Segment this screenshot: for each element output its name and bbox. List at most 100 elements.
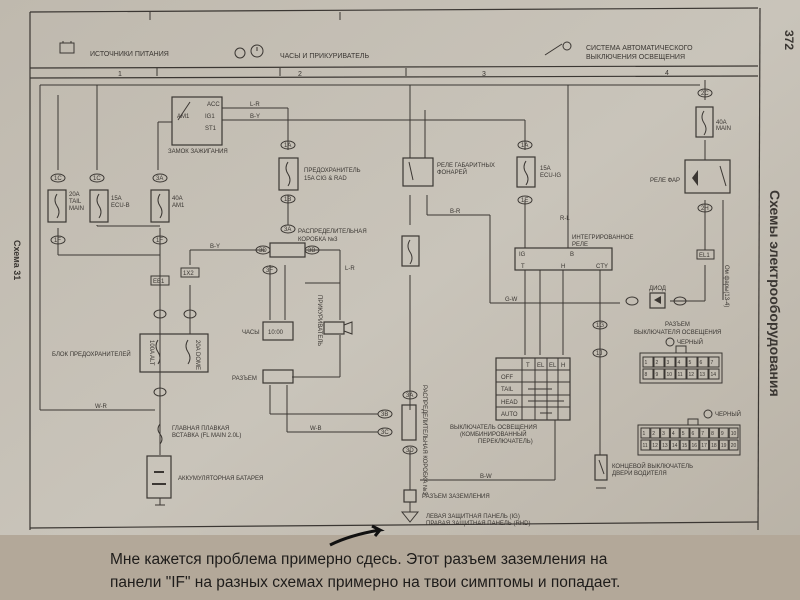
column-3: 3 <box>482 71 486 78</box>
svg-text:1B: 1B <box>284 197 291 203</box>
connector-pin <box>718 439 729 451</box>
svg-text:40A: 40A <box>172 196 183 202</box>
svg-text:20A DOME: 20A DOME <box>194 340 200 370</box>
connector-pin <box>679 439 690 451</box>
connector-pin <box>686 368 698 380</box>
svg-text:ДИОД: ДИОД <box>649 286 666 292</box>
svg-text:РАЗЪЕМ: РАЗЪЕМ <box>232 376 257 382</box>
connector-pin <box>728 427 739 439</box>
svg-text:3B: 3B <box>308 248 315 254</box>
connector-pin-number: 9 <box>721 431 724 437</box>
junction-box-3: РАСПРЕДЕЛИТЕЛЬНАЯ КОРОБКА №3 <box>269 229 367 258</box>
wire-labels: L-R B-Y W-R B-Y B-R R-L G-W W-B B-W L-R <box>95 102 570 480</box>
tail-light-relay: РЕЛЕ ГАБАРИТНЫХ ФОНАРЕЙ <box>402 157 495 187</box>
svg-text:TAIL: TAIL <box>69 199 82 205</box>
fuse-cig-rad: ПРЕДОХРАНИТЕЛЬ 15A CIG & RAD <box>278 157 361 191</box>
connector-pin-number: 4 <box>672 431 675 437</box>
connector-pin <box>650 439 661 451</box>
svg-text:РЕЛЕ: РЕЛЕ <box>572 242 588 248</box>
svg-text:1G: 1G <box>596 323 604 329</box>
connector-pin-number: 15 <box>682 443 688 449</box>
section-clock-lighter: ЧАСЫ И ПРИКУРИВАТЕЛЬ <box>280 53 369 60</box>
svg-text:3F: 3F <box>266 268 273 274</box>
svg-text:ACC: ACC <box>207 102 220 108</box>
connector-pin-number: 13 <box>662 443 668 449</box>
connector-pin <box>675 368 687 380</box>
connector-pin <box>709 439 719 451</box>
side-title: Схемы электрооборудования <box>767 190 783 397</box>
svg-text:100A ALT: 100A ALT <box>148 340 154 366</box>
svg-text:EB1: EB1 <box>153 279 165 285</box>
svg-text:ЧАСЫ: ЧАСЫ <box>242 330 260 336</box>
svg-text:B-Y: B-Y <box>210 244 220 250</box>
svg-text:EL: EL <box>549 363 557 369</box>
svg-text:1F: 1F <box>156 238 163 244</box>
connector-pin <box>660 427 670 439</box>
scheme-label: Схема 31 <box>12 240 22 280</box>
connector-pin <box>679 427 690 439</box>
headlight-relay: РЕЛЕ ФАР Ом фары(13-4) <box>650 159 731 307</box>
connector-pin-number: 11 <box>643 443 648 449</box>
fuse-main: 40A MAIN <box>695 106 731 138</box>
svg-text:T: T <box>521 264 525 270</box>
junction-box-vertical: РАСПРЕДЕЛИТЕЛЬНАЯ КОРОБКА №3 <box>401 385 428 495</box>
svg-text:H: H <box>561 363 565 369</box>
svg-text:ФОНАРЕЙ: ФОНАРЕЙ <box>437 168 467 176</box>
svg-text:РАЗЪЕМ ЗАЗЕМЛЕНИЯ: РАЗЪЕМ ЗАЗЕМЛЕНИЯ <box>422 494 490 500</box>
caption-line-2: панели "IF" на разных схемах примерно на… <box>110 574 621 591</box>
svg-text:РЕЛЕ ФАР: РЕЛЕ ФАР <box>650 178 680 184</box>
svg-text:1C: 1C <box>54 176 62 182</box>
svg-text:РАСПРЕДЕЛИТЕЛЬНАЯ КОРОБКА №3: РАСПРЕДЕЛИТЕЛЬНАЯ КОРОБКА №3 <box>421 385 428 495</box>
connector-pin-number: 6 <box>692 431 695 437</box>
svg-text:HEAD: HEAD <box>501 400 518 406</box>
connector-pin <box>709 427 719 439</box>
ignition-switch-label: ЗАМОК ЗАЖИГАНИЯ <box>168 149 228 155</box>
svg-text:2H: 2H <box>701 206 709 212</box>
fuse-am1: 40A AM1 <box>150 189 185 223</box>
svg-text:1C: 1C <box>93 176 101 182</box>
svg-text:Ом фары(13-4): Ом фары(13-4) <box>723 265 729 307</box>
svg-text:OFF: OFF <box>501 375 513 381</box>
svg-text:20A: 20A <box>69 192 80 198</box>
svg-text:3A: 3A <box>406 393 413 399</box>
annotation-arrow <box>329 524 385 547</box>
connector-pin-number: 5 <box>682 431 685 437</box>
connector-pin-number: 14 <box>672 443 678 449</box>
svg-text:15A CIG & RAD: 15A CIG & RAD <box>304 176 347 182</box>
connector-pin-number: 5 <box>689 360 692 366</box>
connector-pin <box>660 439 670 451</box>
connector-pin <box>664 368 676 380</box>
svg-text:L-R: L-R <box>250 102 260 108</box>
svg-text:L-R: L-R <box>345 266 355 272</box>
svg-text:ЛЕВАЯ ЗАЩИТНАЯ ПАНЕЛЬ (IG): ЛЕВАЯ ЗАЩИТНАЯ ПАНЕЛЬ (IG) <box>426 514 520 520</box>
connector-pin-number: 6 <box>700 360 703 366</box>
integrated-relay: ИНТЕГРИРОВАННОЕ РЕЛЕ IG B T H CTY <box>514 235 634 271</box>
svg-text:AM1: AM1 <box>172 203 185 209</box>
svg-text:TAIL: TAIL <box>501 387 514 393</box>
connector-pin-number: 17 <box>701 443 707 449</box>
section-power-sources: ИСТОЧНИКИ ПИТАНИЯ <box>90 51 169 58</box>
svg-text:1J: 1J <box>596 351 602 357</box>
connector-pin-number: 19 <box>721 443 727 449</box>
svg-text:B-W: B-W <box>480 474 492 480</box>
svg-text:ГЛАВНАЯ ПЛАВКАЯ: ГЛАВНАЯ ПЛАВКАЯ <box>172 426 229 432</box>
svg-text:EL1: EL1 <box>699 253 710 259</box>
connector-pin <box>728 439 739 451</box>
svg-text:ДВЕРИ ВОДИТЕЛЯ: ДВЕРИ ВОДИТЕЛЯ <box>612 471 667 477</box>
clock: 10:00 ЧАСЫ <box>242 321 294 341</box>
svg-text:(КОМБИНИРОВАННЫЙ: (КОМБИНИРОВАННЫЙ <box>460 430 527 438</box>
light-switch-table: T EL EL H OFF TAIL HEAD AUTO ВЫКЛЮЧАТЕЛЬ… <box>450 357 571 445</box>
caption-line-1: Мне кажется проблема примерно сдесь. Это… <box>110 551 608 568</box>
wires <box>39 80 724 512</box>
svg-text:H: H <box>561 264 565 270</box>
connector-pin-number: 18 <box>711 443 717 449</box>
svg-text:3D: 3D <box>406 448 414 454</box>
svg-text:1A: 1A <box>284 143 291 149</box>
ignition-switch: ACC AM1 IG1 ST1 ЗАМОК ЗАЖИГАНИЯ <box>168 96 228 155</box>
caption: Мне кажется проблема примерно сдесь. Это… <box>110 548 710 594</box>
svg-text:40A: 40A <box>716 120 727 126</box>
svg-text:G-W: G-W <box>505 297 518 303</box>
svg-text:ВСТАВКА (FL MAIN 2.0L): ВСТАВКА (FL MAIN 2.0L) <box>172 433 241 439</box>
connector-tags: 1C 1C 3A 1F 1F EB1 1X2 1A 1B 3A 3D 3B 3F… <box>50 88 715 455</box>
